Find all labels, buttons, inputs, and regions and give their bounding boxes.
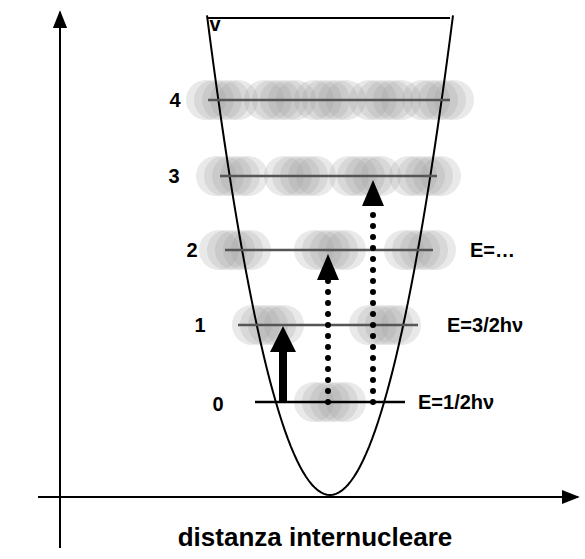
energy-level	[225, 249, 433, 252]
wavefunction-clouds	[186, 80, 474, 422]
energy-level	[208, 99, 450, 102]
level-number: 3	[168, 166, 179, 186]
energy-label: E=3/2hν	[447, 315, 523, 335]
level-number: 0	[212, 394, 223, 414]
energy-label: E=1/2hν	[418, 392, 494, 412]
arrow-head	[362, 180, 384, 206]
energy-level	[220, 175, 437, 178]
energy-label: E=…	[470, 240, 515, 260]
quantum-number-label: v	[209, 14, 220, 34]
axis-title: distanza internucleare	[178, 524, 453, 550]
dissociation-line	[207, 17, 450, 19]
fundamental-arrow	[279, 350, 287, 402]
x-axis	[38, 496, 578, 498]
arrow-head	[317, 254, 339, 280]
overtone-arrow	[325, 280, 331, 402]
overtone-arrow	[370, 206, 376, 402]
level-number: 1	[194, 315, 205, 335]
y-axis	[59, 12, 61, 548]
level-number: 4	[169, 90, 180, 110]
level-number: 2	[186, 240, 197, 260]
arrow-head	[270, 326, 296, 352]
energy-levels	[208, 100, 450, 402]
transition-arrows	[270, 180, 384, 402]
potential-well	[207, 15, 453, 495]
